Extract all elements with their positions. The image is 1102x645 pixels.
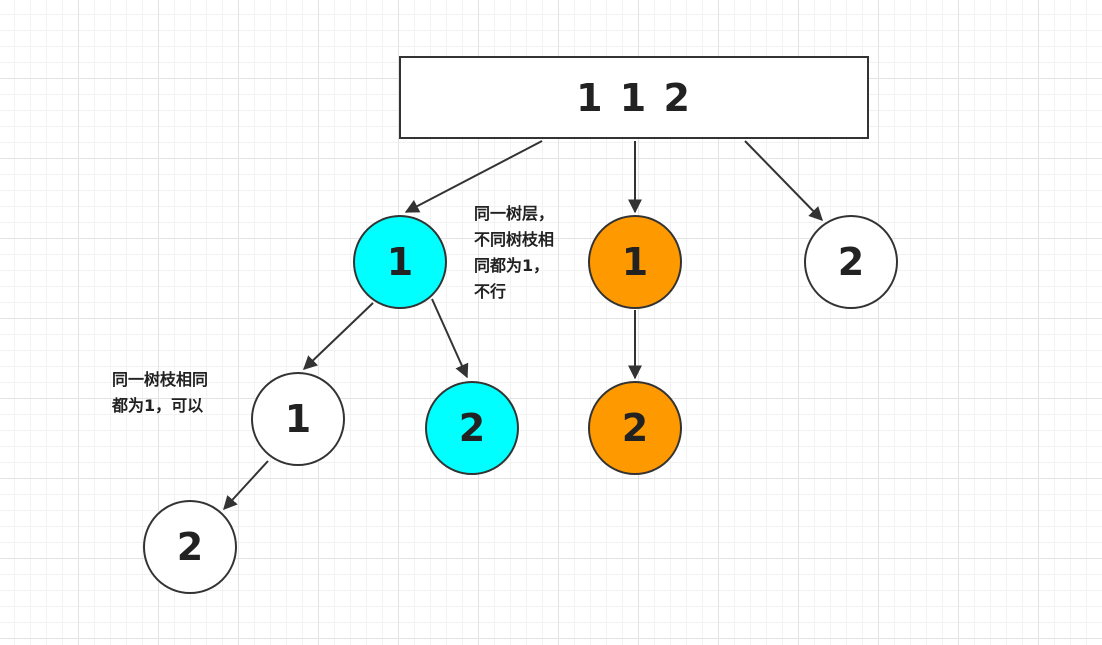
note-same-level-line-3: 同都为1， xyxy=(474,256,550,275)
note-same-branch-line-2: 都为1，可以 xyxy=(112,396,204,415)
node-2-cyan: 2 xyxy=(425,381,519,475)
node-1-cyan: 1 xyxy=(353,215,447,309)
note-same-branch-line-1: 同一树枝相同 xyxy=(112,370,209,389)
note-same-level-line-4: 不行 xyxy=(474,282,507,301)
edge-root-to-node-1-cyan xyxy=(404,140,543,213)
node-1-orange: 1 xyxy=(588,215,682,309)
note-same-branch: 同一树枝相同 都为1，可以 xyxy=(112,367,208,419)
note-same-level: 同一树层， 不同树枝相 同都为1， 不行 xyxy=(474,201,554,305)
node-2-leaf: 2 xyxy=(143,500,237,594)
node-2-white: 2 xyxy=(804,215,898,309)
edge-node-1-white-to-node-2-white xyxy=(223,460,269,511)
edge-node-1-cyan-to-node-2-cyan xyxy=(431,298,469,379)
node-2-orange: 2 xyxy=(588,381,682,475)
note-same-level-line-2: 不同树枝相 xyxy=(474,230,555,249)
node-1-white: 1 xyxy=(251,372,345,466)
note-same-level-line-1: 同一树层， xyxy=(474,204,555,223)
edge-node-1-cyan-to-node-1-white xyxy=(302,302,374,370)
edge-root-to-node-2-white xyxy=(744,140,823,222)
root-node-box: 1 1 2 xyxy=(399,56,869,139)
